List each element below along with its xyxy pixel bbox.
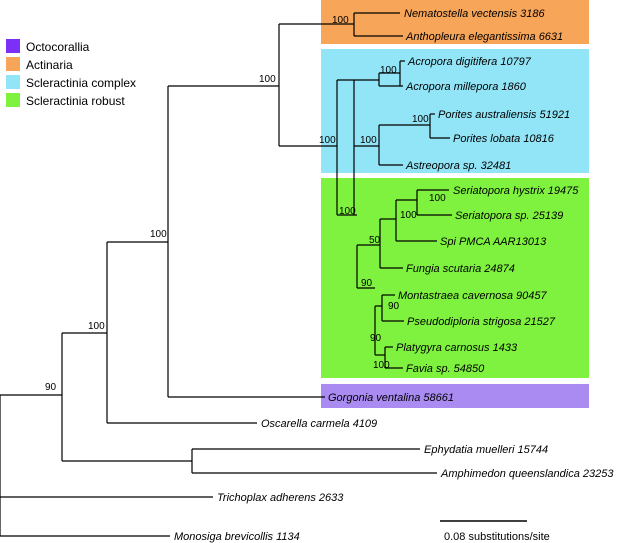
support-value: 100 — [150, 229, 167, 240]
taxon-label: Favia sp. 54850 — [406, 363, 485, 375]
support-value: 100 — [400, 210, 417, 221]
taxon-label: Monosiga brevicollis 1134 — [174, 531, 300, 543]
taxon-label: Porites lobata 10816 — [453, 133, 555, 145]
legend-swatch-scleractinia-complex — [6, 75, 20, 89]
taxon-label: Montastraea cavernosa 90457 — [398, 290, 547, 302]
support-value: 90 — [388, 301, 400, 312]
tree-branches — [0, 12, 452, 537]
support-value: 100 — [332, 15, 349, 26]
taxon-label: Seriatopora sp. 25139 — [455, 210, 563, 222]
support-value: 100 — [360, 135, 377, 146]
legend-swatch-scleractinia-robust — [6, 93, 20, 107]
support-value: 100 — [319, 135, 336, 146]
legend-swatch-octocorallia — [6, 39, 20, 53]
scale-bar: 0.08 substitutions/site — [440, 520, 550, 543]
taxon-label: Acropora digitifera 10797 — [407, 56, 532, 68]
scleractinia-robust-clade-box — [321, 178, 589, 378]
taxon-label: Anthopleura elegantissima 6631 — [405, 31, 563, 43]
taxon-label: Fungia scutaria 24874 — [406, 263, 515, 275]
legend-label-scleractinia-robust: Scleractinia robust — [26, 94, 125, 108]
support-value: 90 — [45, 382, 57, 393]
scleractinia-complex-clade-box — [321, 49, 589, 173]
taxon-label: Porites australiensis 51921 — [438, 109, 570, 121]
taxon-label: Nematostella vectensis 3186 — [404, 8, 546, 20]
legend-label-octocorallia: Octocorallia — [26, 40, 90, 54]
support-values: 100 100 100 100 100 100 100 50 90 90 100… — [45, 15, 446, 393]
support-value: 100 — [259, 74, 276, 85]
taxon-label: Pseudodiploria strigosa 21527 — [407, 316, 556, 328]
legend-label-actinaria: Actinaria — [26, 58, 73, 72]
legend-swatch-actinaria — [6, 57, 20, 71]
taxon-label: Trichoplax adherens 2633 — [217, 492, 344, 504]
taxon-label: Ephydatia muelleri 15744 — [424, 444, 548, 456]
support-value: 100 — [412, 114, 429, 125]
support-value: 100 — [373, 360, 390, 371]
octocorallia-clade-box — [321, 384, 589, 408]
taxon-label: Oscarella carmela 4109 — [261, 418, 377, 430]
legend-label-scleractinia-complex: Scleractinia complex — [26, 76, 136, 90]
actinaria-clade-box — [321, 0, 589, 44]
support-value: 100 — [380, 65, 397, 76]
taxon-label: Amphimedon queenslandica 23253 — [440, 468, 614, 480]
taxon-labels: Nematostella vectensis 3186 Anthopleura … — [174, 8, 614, 543]
taxon-label: Seriatopora hystrix 19475 — [453, 185, 579, 197]
support-value: 100 — [429, 193, 446, 204]
taxon-label: Astreopora sp. 32481 — [405, 160, 511, 172]
support-value: 100 — [88, 321, 105, 332]
support-value: 90 — [361, 278, 373, 289]
taxon-label: Acropora millepora 1860 — [405, 81, 527, 93]
support-value: 90 — [370, 333, 382, 344]
legend: Octocorallia Actinaria Scleractinia comp… — [6, 39, 136, 108]
support-value: 100 — [339, 206, 356, 217]
support-value: 50 — [369, 235, 381, 246]
taxon-label: Platygyra carnosus 1433 — [396, 342, 518, 354]
taxon-label: Spi PMCA AAR13013 — [440, 236, 547, 248]
taxon-label: Gorgonia ventalina 58661 — [328, 392, 454, 404]
scale-bar-label: 0.08 substitutions/site — [444, 531, 550, 543]
